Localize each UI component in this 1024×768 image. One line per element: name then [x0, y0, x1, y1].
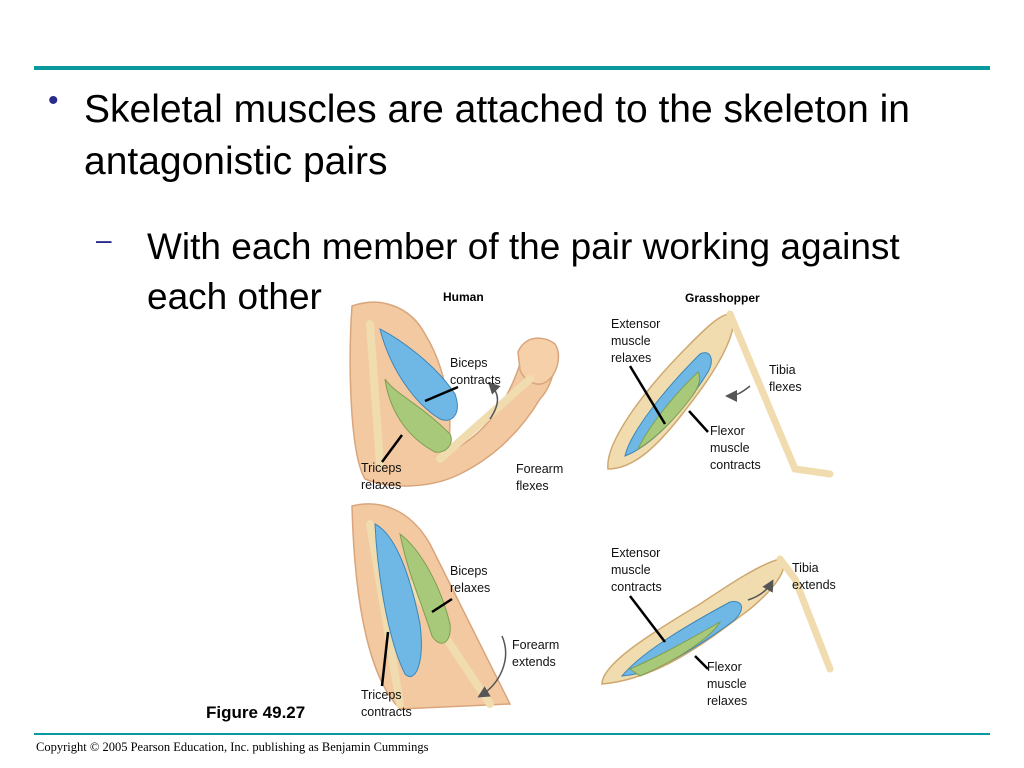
gh-bottom-flexor-muscle — [628, 620, 722, 677]
label-triceps-relaxes: Triceps relaxes — [361, 461, 402, 492]
antagonistic-muscles-figure: Human Grasshopper Biceps contracts Trice… — [340, 284, 860, 724]
human-arm-extended — [351, 503, 512, 710]
gh-bottom-extend-arrow — [747, 579, 774, 601]
human-bottom-biceps-muscle — [399, 532, 451, 644]
header-human: Human — [443, 290, 484, 304]
leader-line — [424, 385, 459, 403]
copyright-footer: Copyright © 2005 Pearson Education, Inc.… — [36, 740, 429, 754]
figure-illustration — [349, 301, 834, 710]
human-top-flex-arrow — [487, 381, 501, 420]
bullet-text-1: Skeletal muscles are attached to the ske… — [84, 88, 910, 183]
gh-top-flex-arrow — [725, 385, 751, 402]
gh-bottom-tibia — [776, 555, 834, 673]
label-biceps-relaxes: Biceps relaxes — [450, 564, 491, 595]
label-extensor-contracts: Extensor muscle contracts — [611, 546, 662, 594]
grasshopper-leg-flexed — [607, 310, 834, 478]
bullet-dot-icon: • — [48, 84, 59, 117]
title-divider — [34, 66, 990, 70]
label-forearm-flexes: Forearm flexes — [516, 462, 564, 493]
label-tibia-flexes: Tibia flexes — [769, 363, 802, 394]
leader-line — [380, 434, 404, 463]
bullet-text-2: With each member of the pair working aga… — [147, 226, 900, 317]
human-top-bones — [366, 320, 534, 468]
label-extensor-relaxes: Extensor muscle relaxes — [611, 317, 661, 365]
figure-caption: Figure 49.27 — [206, 703, 306, 722]
label-forearm-extends: Forearm extends — [512, 638, 560, 669]
leader-line — [628, 365, 667, 425]
gh-top-flexor-muscle — [636, 371, 701, 451]
human-arm-flexed — [349, 301, 560, 487]
leader-line — [431, 597, 453, 614]
human-top-biceps-muscle — [379, 328, 458, 421]
leader-line — [694, 655, 709, 670]
label-triceps-contracts: Triceps contracts — [361, 688, 412, 719]
leader-line — [380, 631, 390, 687]
label-flexor-relaxes: Flexor muscle relaxes — [707, 660, 748, 708]
human-top-triceps-muscle — [384, 378, 452, 453]
leader-line — [688, 410, 709, 433]
human-bottom-triceps-muscle — [374, 523, 422, 677]
label-tibia-extends: Tibia extends — [792, 561, 836, 592]
label-flexor-contracts: Flexor muscle contracts — [710, 424, 761, 472]
gh-top-tibia — [726, 310, 834, 478]
leader-line — [629, 595, 666, 643]
footer-divider — [34, 733, 990, 735]
grasshopper-leg-extended — [601, 555, 834, 685]
label-biceps-contracts: Biceps contracts — [450, 356, 501, 387]
header-grasshopper: Grasshopper — [685, 291, 760, 305]
human-bottom-extend-arrow — [477, 635, 507, 698]
bullet-dash-icon: – — [96, 224, 112, 255]
